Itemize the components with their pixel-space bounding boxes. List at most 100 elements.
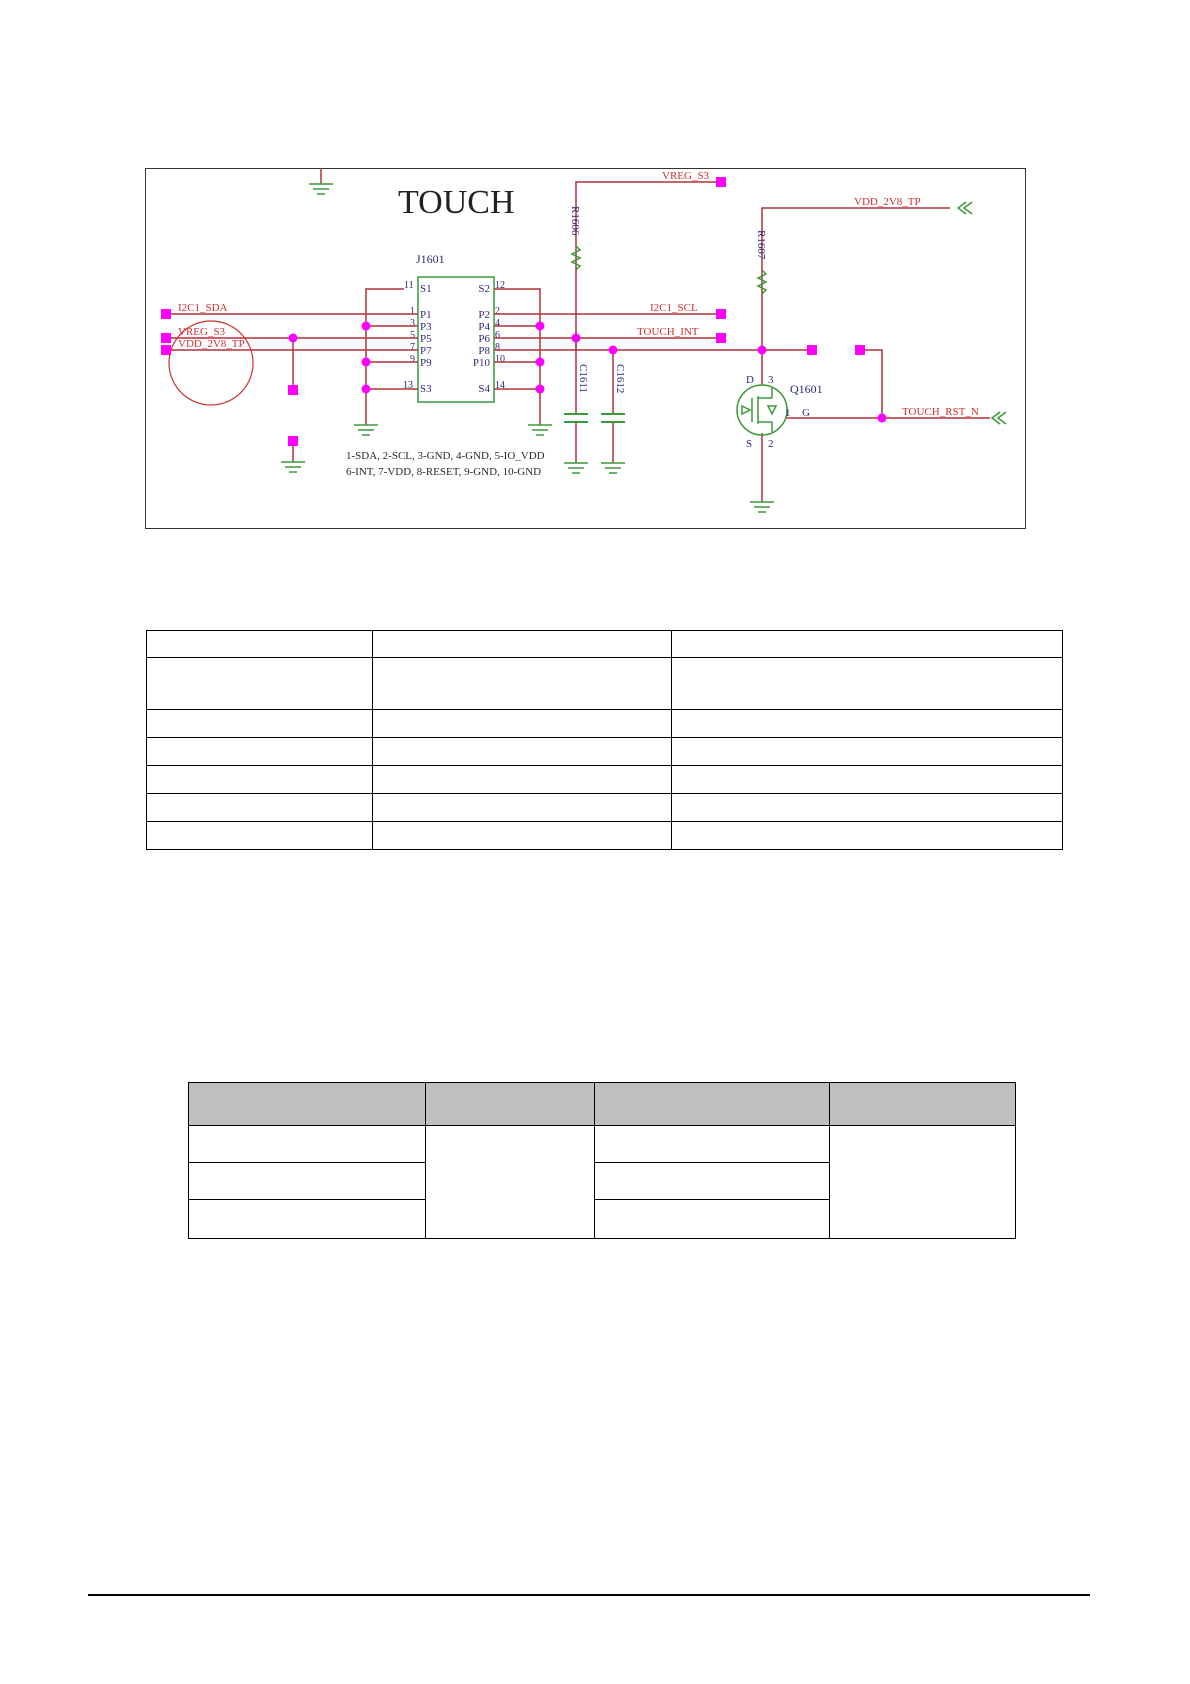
- table-cell: [425, 1125, 595, 1239]
- table-cell: [671, 657, 1063, 710]
- table-1: [146, 630, 1063, 850]
- pin-number: 7: [410, 342, 415, 353]
- pin-label: P3: [420, 321, 432, 333]
- table-row: [146, 737, 1063, 766]
- table-cell: [594, 1162, 830, 1200]
- r1607-label: R1607: [755, 230, 767, 260]
- pin-label: P1: [420, 309, 432, 321]
- table-cell: [372, 821, 672, 850]
- pin-number: 13: [403, 380, 413, 391]
- pin-label: P7: [420, 345, 432, 357]
- wires: [166, 181, 990, 502]
- pin-number: 4: [495, 318, 500, 329]
- net-label-i2c1-sda: I2C1_SDA: [178, 302, 228, 314]
- q-pin-d-num: 3: [768, 374, 774, 386]
- q-pin-s: S: [746, 438, 752, 450]
- pin-number: 9: [410, 354, 415, 365]
- ground-symbols: [281, 424, 774, 513]
- schematic-title: TOUCH: [398, 184, 515, 221]
- ground-symbol-top: [309, 168, 333, 195]
- table-cell: [829, 1125, 1016, 1239]
- net-label-vdd-2v8-tp-left: VDD_2V8_TP: [178, 338, 245, 350]
- offpage-arrows: [956, 201, 1007, 425]
- table-cell: [146, 657, 373, 710]
- junction-dots: [288, 321, 887, 423]
- table-row: [146, 709, 1063, 738]
- table-cell: [372, 709, 672, 738]
- c1612-label: C1612: [614, 364, 626, 393]
- pin-number: 3: [410, 318, 415, 329]
- pin-label: P8: [478, 345, 490, 357]
- net-pads: [161, 177, 865, 446]
- table-cell: [146, 737, 373, 766]
- table-row: [188, 1125, 1016, 1239]
- table-header-cell: [829, 1082, 1016, 1126]
- pin-label: S3: [420, 383, 432, 395]
- pin-label: S1: [420, 283, 432, 295]
- table-cell: [671, 765, 1063, 794]
- table-cell: [146, 765, 373, 794]
- pin-note-line-1: 1-SDA, 2-SCL, 3-GND, 4-GND, 5-IO_VDD: [346, 450, 545, 462]
- mosfet-symbol: [736, 384, 788, 436]
- table-cell: [594, 1199, 830, 1239]
- q-pin-g-num: 1: [785, 407, 791, 419]
- table-cell: [671, 737, 1063, 766]
- net-label-vreg-s3-top: VREG_S3: [662, 170, 710, 182]
- table-row: [188, 1199, 1016, 1239]
- pin-label: P4: [478, 321, 490, 333]
- capacitor-symbols: [564, 413, 625, 423]
- table-row: [146, 765, 1063, 794]
- table-cell: [671, 709, 1063, 738]
- net-label-vreg-s3-left: VREG_S3: [178, 326, 226, 338]
- pin-label: P10: [473, 357, 491, 369]
- annotation-circle: [168, 320, 254, 406]
- table-row: [146, 657, 1063, 710]
- net-label-touch-rst-n: TOUCH_RST_N: [902, 406, 979, 418]
- table-row: [146, 630, 1063, 658]
- table-header-cell: [425, 1082, 595, 1126]
- pin-label: S2: [478, 283, 490, 295]
- table-cell: [671, 821, 1063, 850]
- pin-number: 14: [495, 380, 505, 391]
- pin-note-line-2: 6-INT, 7-VDD, 8-RESET, 9-GND, 10-GND: [346, 466, 541, 478]
- net-label-vdd-2v8-tp-top: VDD_2V8_TP: [854, 196, 921, 208]
- table-header-cell: [188, 1082, 426, 1126]
- table-cell: [188, 1199, 426, 1239]
- table-header-cell: [594, 1082, 830, 1126]
- pin-label: P6: [478, 333, 490, 345]
- connector-ref: J1601: [416, 252, 445, 266]
- table-cell: [372, 657, 672, 710]
- table-row: [146, 821, 1063, 850]
- table-row: [146, 793, 1063, 822]
- pin-label: P9: [420, 357, 432, 369]
- pin-label: P2: [478, 309, 490, 321]
- table-cell: [146, 630, 373, 658]
- r1606-label: R1606: [569, 206, 581, 236]
- table-cell: [372, 793, 672, 822]
- table-cell: [146, 821, 373, 850]
- pin-label: S4: [478, 383, 490, 395]
- pin-number: 10: [495, 354, 505, 365]
- q-pin-d: D: [746, 374, 754, 386]
- table-cell: [146, 793, 373, 822]
- table-cell: [188, 1162, 426, 1200]
- table-cell: [671, 630, 1063, 658]
- pin-number: 2: [495, 306, 500, 317]
- table-cell: [671, 793, 1063, 822]
- q-pin-g: G: [802, 407, 810, 419]
- pin-number: 5: [410, 330, 415, 341]
- pin-number: 8: [495, 342, 500, 353]
- connector-body: [417, 276, 495, 403]
- pin-number: 6: [495, 330, 500, 341]
- q1601-label: Q1601: [790, 382, 823, 396]
- table-cell: [372, 630, 672, 658]
- net-label-i2c1-scl: I2C1_SCL: [650, 302, 698, 314]
- table-header-row: [188, 1082, 1016, 1126]
- q-pin-s-num: 2: [768, 438, 774, 450]
- pin-label: P5: [420, 333, 432, 345]
- table-cell: [372, 765, 672, 794]
- table-cell: [372, 737, 672, 766]
- table-cell: [594, 1125, 830, 1163]
- c1611-label: C1611: [577, 364, 589, 393]
